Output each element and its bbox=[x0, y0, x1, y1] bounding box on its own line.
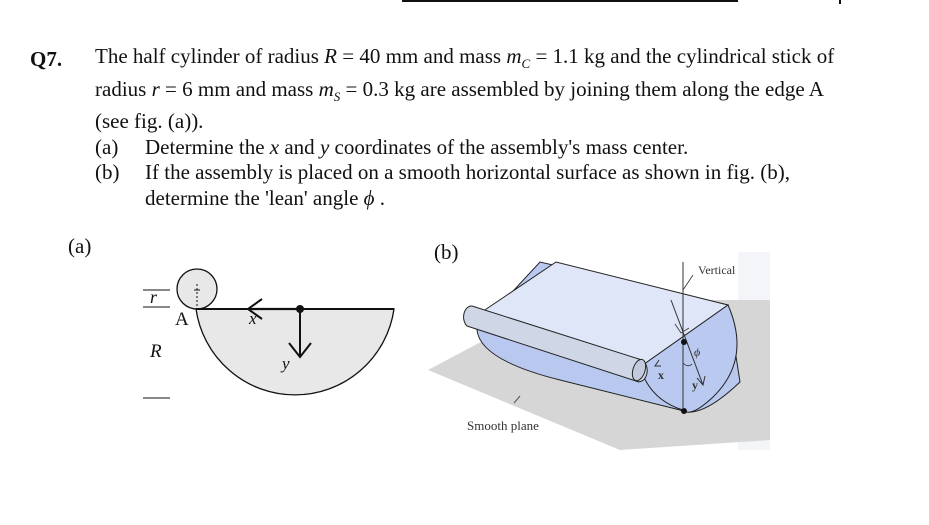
text: = 6 mm and mass bbox=[159, 76, 319, 101]
page-top-mark bbox=[839, 0, 841, 4]
intro-line-2: radius r = 6 mm and mass mS = 0.3 kg are… bbox=[95, 77, 915, 110]
question-number: Q7. bbox=[30, 47, 63, 71]
var-R: R bbox=[324, 44, 337, 68]
fig-b-angle: ϕ bbox=[694, 345, 701, 359]
point-A-label: A bbox=[175, 309, 189, 330]
vertical-label: Vertical bbox=[698, 263, 736, 277]
dim-r-label: r bbox=[150, 287, 158, 307]
part-b: (b) If the assembly is placed on a smoot… bbox=[95, 160, 915, 186]
question-text: The half cylinder of radius R = 40 mm an… bbox=[95, 44, 915, 211]
text: The half cylinder of radius bbox=[95, 44, 325, 68]
part-label: (a) bbox=[95, 134, 119, 159]
end-face bbox=[639, 304, 738, 413]
figure-b-label: (b) bbox=[434, 240, 459, 264]
var-x: x bbox=[269, 134, 280, 159]
part-a: (a) Determine the x and y coordinates of… bbox=[95, 134, 689, 159]
text: = 40 mm and mass bbox=[337, 44, 507, 68]
part-text: If the assembly is placed on a smooth ho… bbox=[145, 160, 791, 185]
var-phi: ϕ bbox=[363, 185, 375, 210]
figure-a bbox=[143, 268, 395, 399]
intro-line-1: The half cylinder of radius R = 40 mm an… bbox=[95, 44, 915, 77]
fig-b-axis-y: y bbox=[692, 378, 698, 392]
smooth-plane-label: Smooth plane bbox=[467, 418, 539, 433]
var-mc: mC bbox=[506, 44, 531, 72]
figure-a-label: (a) bbox=[68, 234, 92, 258]
figure-b bbox=[428, 252, 770, 450]
axis-y-label: y bbox=[282, 354, 290, 373]
var-ms: mS bbox=[318, 76, 341, 104]
dim-R-label: R bbox=[150, 341, 162, 362]
text: = 1.1 kg and the cylindrical stick of bbox=[530, 44, 835, 68]
var-y: y bbox=[319, 134, 330, 159]
part-label: (b) bbox=[95, 160, 120, 185]
text: radius bbox=[95, 76, 152, 101]
fig-b-axis-x: x bbox=[658, 368, 664, 382]
part-b-cont: determine the 'lean' angle ϕ . bbox=[145, 185, 386, 210]
origin-point bbox=[296, 305, 304, 313]
text: = 0.3 kg are assembled by joining them a… bbox=[340, 76, 824, 101]
intro-line-3: (see fig. (a)). bbox=[95, 109, 204, 134]
page-top-rule bbox=[402, 0, 738, 2]
var-r: r bbox=[151, 76, 160, 101]
axis-x-label: x bbox=[249, 309, 257, 328]
